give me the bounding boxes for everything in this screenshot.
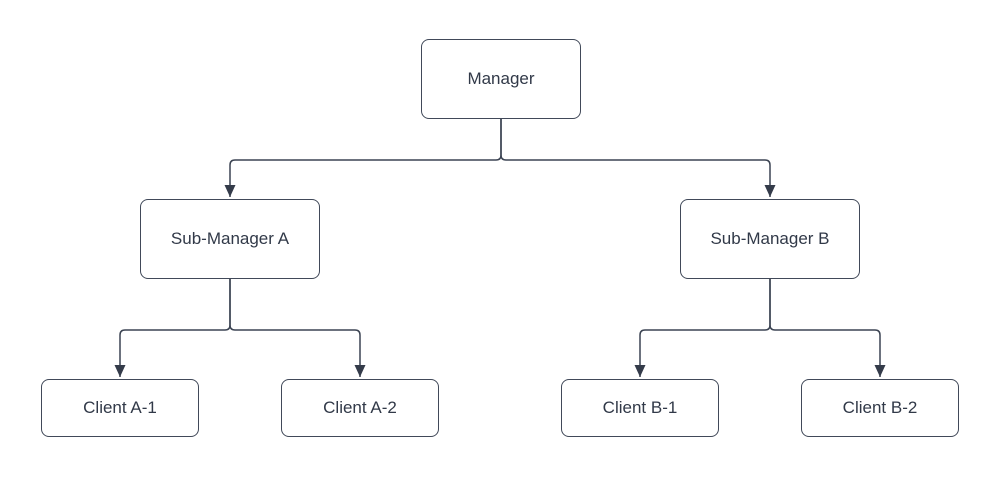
node-sub-manager-a[interactable]: Sub-Manager A bbox=[140, 199, 320, 279]
connector-sub-a-to-client-a1 bbox=[114, 279, 231, 377]
node-client-b2-label: Client B-2 bbox=[842, 397, 918, 417]
node-client-a2[interactable]: Client A-2 bbox=[281, 379, 439, 437]
connector-manager-to-sub-a bbox=[224, 119, 502, 197]
node-client-a1-label: Client A-1 bbox=[83, 397, 157, 417]
node-sub-manager-a-label: Sub-Manager A bbox=[170, 228, 290, 248]
node-client-b1-label: Client B-1 bbox=[602, 397, 678, 417]
node-client-a2-label: Client A-2 bbox=[323, 397, 397, 417]
node-manager[interactable]: Manager bbox=[421, 39, 581, 119]
node-client-b1[interactable]: Client B-1 bbox=[561, 379, 719, 437]
node-sub-manager-b[interactable]: Sub-Manager B bbox=[680, 199, 860, 279]
node-client-b2[interactable]: Client B-2 bbox=[801, 379, 959, 437]
node-manager-label: Manager bbox=[467, 68, 535, 88]
connector-sub-a-to-client-a2 bbox=[229, 279, 366, 377]
connector-sub-b-to-client-b1 bbox=[634, 279, 771, 377]
connector-manager-to-sub-b bbox=[500, 119, 776, 197]
node-sub-manager-b-label: Sub-Manager B bbox=[710, 228, 830, 248]
connector-sub-b-to-client-b2 bbox=[769, 279, 886, 377]
node-client-a1[interactable]: Client A-1 bbox=[41, 379, 199, 437]
